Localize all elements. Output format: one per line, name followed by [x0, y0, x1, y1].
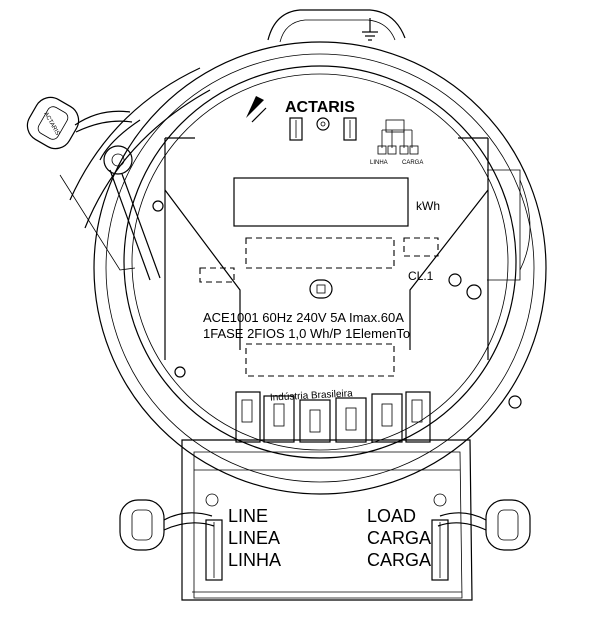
left-hinge	[59, 67, 211, 281]
center-seal-screw	[309, 279, 333, 299]
accuracy-class: CL.1	[408, 269, 434, 283]
wiring-right-label: CARGA	[402, 160, 423, 166]
optical-ports	[289, 117, 357, 141]
actaris-logo: ACTARIS	[246, 96, 355, 123]
mounting-holes	[152, 200, 522, 409]
made-in-label: Indústria Brasileira	[270, 388, 354, 403]
body-sides	[164, 137, 531, 360]
line-label-es: LINEA	[228, 528, 280, 548]
load-label-en: LOAD	[367, 506, 416, 526]
cover-right-seal	[431, 493, 531, 581]
meter-cover	[93, 41, 547, 495]
load-label-pt: CARGA	[367, 550, 431, 570]
left-seal: ACTARIS	[26, 96, 133, 150]
nameplate: ACE1001 60Hz 240V 5A Imax.60A 1FASE 2FIO…	[203, 310, 410, 341]
terminal-connectors	[235, 391, 431, 443]
top-housing	[267, 9, 406, 43]
ground-icon	[362, 18, 378, 41]
line-terminal-labels: LINE LINEA LINHA	[228, 506, 281, 570]
lcd-display: kWh	[233, 177, 440, 227]
wiring-diagram: LINHA CARGA	[370, 119, 423, 166]
left-seal-label: ACTARIS	[42, 111, 60, 136]
dashed-label-areas	[199, 237, 439, 377]
nameplate-line-2: 1FASE 2FIOS 1,0 Wh/P 1ElemenTo	[203, 326, 410, 341]
wiring-left-label: LINHA	[370, 160, 388, 166]
terminal-cover	[181, 439, 473, 601]
display-unit: kWh	[416, 199, 440, 213]
line-label-en: LINE	[228, 506, 268, 526]
cover-left-seal	[119, 493, 223, 581]
load-label-es: CARGA	[367, 528, 431, 548]
load-terminal-labels: LOAD CARGA CARGA	[367, 506, 431, 570]
brand-name: ACTARIS	[285, 99, 355, 116]
line-label-pt: LINHA	[228, 550, 281, 570]
nameplate-line-1: ACE1001 60Hz 240V 5A Imax.60A	[203, 310, 404, 325]
